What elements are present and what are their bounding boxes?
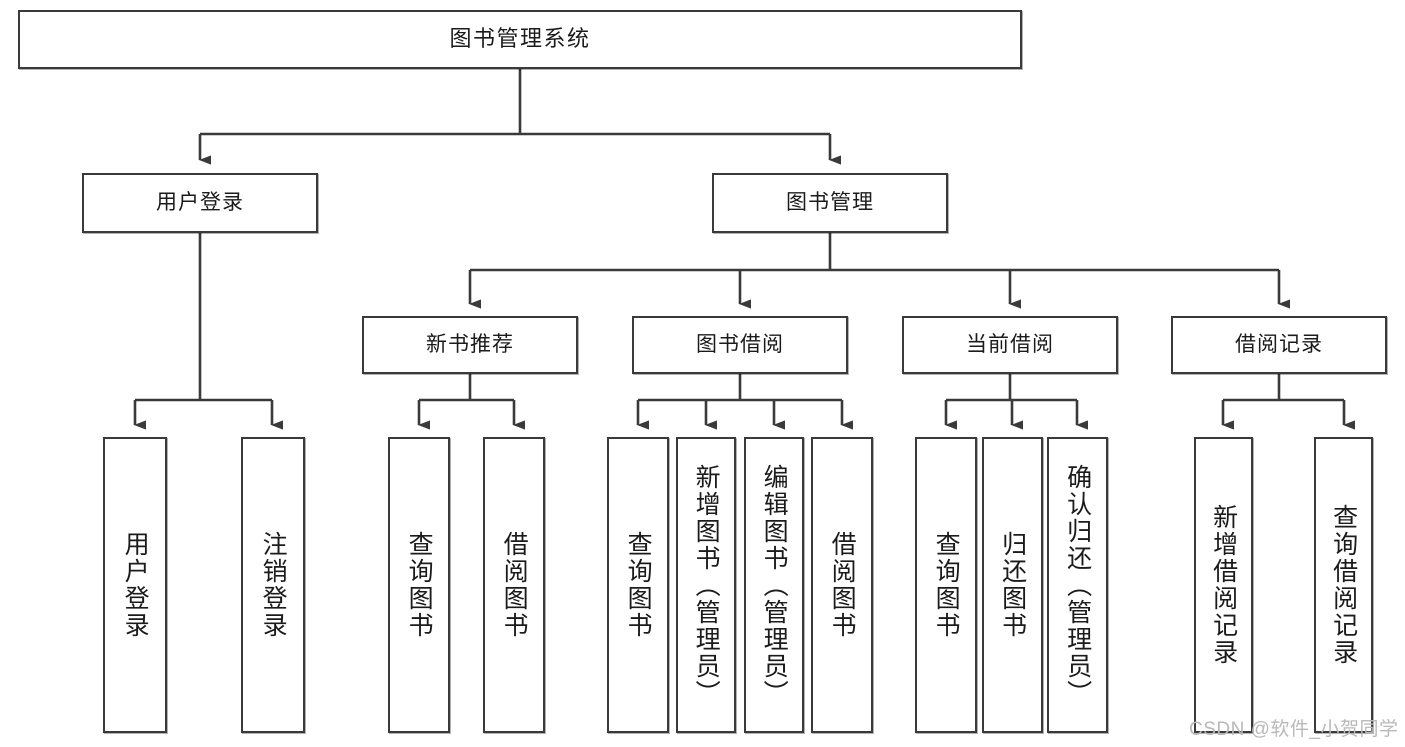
node-label: 借阅记录 [1235, 333, 1323, 357]
node-label: 新增图书（管理员） [692, 463, 721, 707]
node-label: 借阅图书 [828, 531, 857, 639]
node-label: 当前借阅 [966, 333, 1054, 357]
node-label: 注销登录 [259, 531, 288, 639]
node-label: 归还图书 [998, 531, 1027, 639]
node-borrow-record[interactable]: 借阅记录 [1171, 316, 1387, 374]
leaf-book-borrow-edit[interactable]: 编辑图书（管理员） [744, 437, 804, 733]
leaf-new-book-query[interactable]: 查询图书 [388, 437, 450, 733]
leaf-borrow-record-add[interactable]: 新增借阅记录 [1194, 437, 1253, 733]
leaf-borrow-record-query[interactable]: 查询借阅记录 [1314, 437, 1373, 733]
node-label: 图书借阅 [696, 333, 784, 357]
leaf-current-borrow-return[interactable]: 归还图书 [982, 437, 1043, 733]
leaf-book-borrow-query[interactable]: 查询图书 [607, 437, 669, 733]
node-label: 借阅图书 [500, 531, 529, 639]
node-label: 查询借阅记录 [1329, 504, 1358, 666]
node-label: 查询图书 [932, 531, 961, 639]
node-new-book-recommend[interactable]: 新书推荐 [362, 316, 578, 374]
node-label: 新增借阅记录 [1209, 504, 1238, 666]
node-root-system[interactable]: 图书管理系统 [18, 10, 1022, 69]
node-label: 用户登录 [156, 191, 244, 215]
node-book-borrow[interactable]: 图书借阅 [632, 316, 848, 374]
node-current-borrow[interactable]: 当前借阅 [902, 316, 1118, 374]
node-label: 确认归还（管理员） [1063, 463, 1092, 707]
node-label: 查询图书 [405, 531, 434, 639]
leaf-book-borrow-borrow[interactable]: 借阅图书 [811, 437, 873, 733]
watermark-text: CSDN @软件_小贺同学 [1189, 719, 1399, 740]
node-label: 图书管理系统 [449, 26, 591, 52]
node-label: 图书管理 [786, 191, 874, 215]
leaf-current-borrow-confirm[interactable]: 确认归还（管理员） [1047, 437, 1108, 733]
node-label: 新书推荐 [426, 333, 514, 357]
leaf-user-login-logout[interactable]: 注销登录 [241, 437, 305, 733]
node-label: 查询图书 [624, 531, 653, 639]
leaf-user-login-login[interactable]: 用户登录 [103, 437, 167, 733]
leaf-book-borrow-add[interactable]: 新增图书（管理员） [676, 437, 736, 733]
leaf-current-borrow-query[interactable]: 查询图书 [915, 437, 977, 733]
node-label: 用户登录 [121, 531, 150, 639]
node-user-login[interactable]: 用户登录 [82, 173, 318, 233]
node-label: 编辑图书（管理员） [760, 463, 789, 707]
leaf-new-book-borrow[interactable]: 借阅图书 [483, 437, 545, 733]
node-book-management[interactable]: 图书管理 [712, 173, 948, 233]
